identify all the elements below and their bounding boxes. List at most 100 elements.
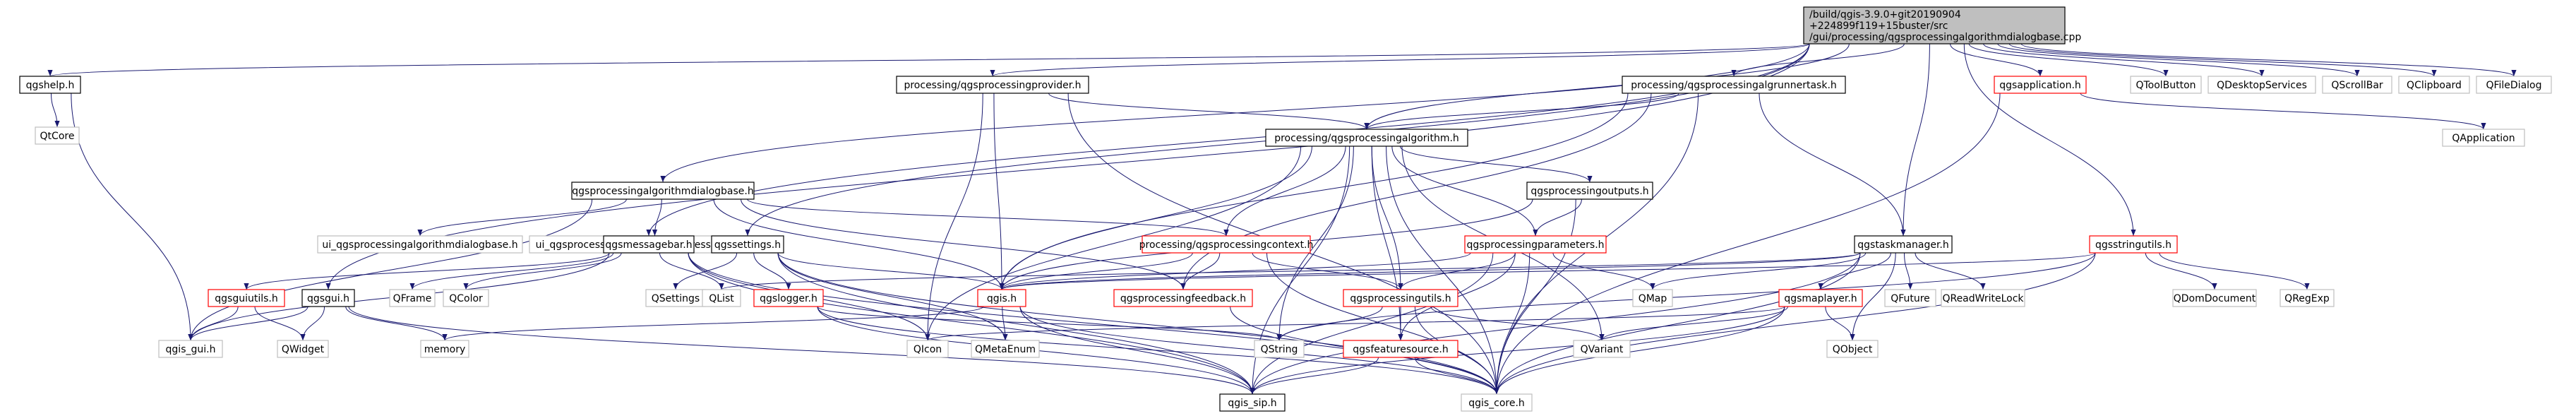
node-box — [1142, 235, 1311, 254]
node-label: QColor — [449, 293, 483, 304]
edge-stringutils-to-qregexp — [2159, 252, 2310, 290]
node-guiutils[interactable]: qgsguiutils.h — [208, 289, 285, 307]
edge-root-to-algorithm — [1364, 43, 1850, 130]
node-context[interactable]: processing/qgsprocessingcontext.h — [1139, 235, 1314, 254]
node-qcolor[interactable]: QColor — [443, 289, 489, 307]
node-qscrollbar[interactable]: QScrollBar — [2322, 76, 2392, 94]
node-feedback[interactable]: qgsprocessingfeedback.h — [1113, 289, 1253, 307]
edge-root-to-qfiledialog — [2020, 43, 2517, 77]
edge-dialogbase_h-to-ui_dialogbase — [417, 198, 627, 237]
node-root[interactable]: /build/qgis-3.9.0+git20190904+224899f119… — [1803, 6, 2081, 44]
node-box — [702, 289, 741, 307]
edge-qgssettings-to-qgis_core — [777, 252, 1499, 395]
node-qapplication[interactable]: QApplication — [2442, 129, 2525, 147]
node-stringutils[interactable]: qgsstringutils.h — [2089, 235, 2178, 254]
node-qtoolbutton[interactable]: QToolButton — [2130, 76, 2202, 94]
edge-qgis_h-to-qgis_sip — [1019, 306, 1255, 395]
edge-maplayer-to-qgis_sip — [1250, 306, 1785, 395]
edge-dialogbase_h-to-qgis_gui — [188, 198, 593, 341]
edge-algorithm-to-procutils — [1371, 145, 1403, 290]
node-box — [1265, 129, 1468, 147]
node-label: QList — [709, 293, 734, 304]
edge-taskmanager-to-qobject — [1850, 252, 1896, 341]
node-memory[interactable]: memory — [420, 340, 469, 358]
edge-root-to-qdesktopservices — [1983, 43, 2265, 77]
node-qgis_h[interactable]: qgis.h — [977, 289, 1026, 307]
node-box — [2476, 76, 2552, 94]
edge-dialogbase_h-to-feedback — [741, 198, 1186, 290]
edge-taskmanager-to-qreadwritelock — [1915, 252, 1986, 290]
node-qsettings[interactable]: QSettings — [645, 289, 706, 307]
node-box — [158, 340, 223, 358]
node-qgssettings[interactable]: qgssettings.h — [711, 235, 784, 254]
node-messagebar[interactable]: qgsmessagebar.h — [603, 235, 695, 254]
node-qgslogger[interactable]: qgslogger.h — [753, 289, 824, 307]
node-algorithm[interactable]: processing/qgsprocessingalgorithm.h — [1265, 129, 1468, 147]
node-label: QSettings — [652, 293, 700, 304]
node-outputs[interactable]: qgsprocessingoutputs.h — [1526, 182, 1653, 200]
node-box — [420, 340, 469, 358]
node-featuresource[interactable]: qgsfeaturesource.h — [1343, 340, 1458, 358]
edge-dialogbase_h-to-context — [747, 198, 1229, 237]
node-maplayer[interactable]: qgsmaplayer.h — [1778, 289, 1863, 307]
node-qtcore[interactable]: QtCore — [35, 126, 80, 145]
node-label: qgis.h — [987, 293, 1017, 304]
edge-taskmanager-to-qgis_core — [1494, 252, 1861, 395]
edge-dialogbase_h-to-qgis_h — [713, 198, 1005, 290]
node-qdomdocument[interactable]: QDomDocument — [2172, 289, 2257, 307]
node-qgis_sip[interactable]: qgis_sip.h — [1219, 393, 1286, 412]
node-label: qgsprocessingutils.h — [1350, 293, 1451, 304]
node-taskmanager[interactable]: qgstaskmanager.h — [1854, 235, 1953, 254]
node-box — [317, 235, 523, 254]
node-qobject[interactable]: QObject — [1826, 340, 1879, 358]
node-qgsapplication[interactable]: qgsapplication.h — [1994, 76, 2087, 94]
node-qdesktopservices[interactable]: QDesktopServices — [2207, 76, 2316, 94]
node-qfuture[interactable]: QFuture — [1884, 289, 1936, 307]
edge-algorithm-to-outputs — [1399, 145, 1593, 183]
node-qclipboard[interactable]: QClipboard — [2398, 76, 2470, 94]
node-qmap[interactable]: QMap — [1632, 289, 1673, 307]
edge-qgssettings-to-qgslogger — [753, 252, 791, 290]
node-label: QScrollBar — [2331, 80, 2383, 91]
edge-algorithm-to-qstring — [1276, 145, 1354, 341]
node-box — [1854, 235, 1953, 254]
node-box — [277, 340, 329, 358]
node-qmetaenum[interactable]: QMetaEnum — [971, 340, 1040, 358]
edge-context-to-procutils — [1252, 252, 1403, 290]
node-qgis_core[interactable]: qgis_core.h — [1461, 393, 1533, 412]
node-qvariant[interactable]: QVariant — [1573, 340, 1631, 358]
node-qfiledialog[interactable]: QFileDialog — [2476, 76, 2552, 94]
node-box — [1343, 289, 1458, 307]
edge-parameters-to-procutils — [1398, 252, 1516, 290]
node-box — [2442, 129, 2525, 147]
node-provider[interactable]: processing/qgsprocessingprovider.h — [896, 76, 1089, 94]
edge-outputs-to-qgis_core — [1494, 198, 1576, 395]
node-box — [2130, 76, 2202, 94]
node-parameters[interactable]: qgsprocessingparameters.h — [1464, 235, 1607, 254]
edge-taskmanager-to-maplayer — [1818, 252, 1891, 290]
edge-taskmanager-to-qgis_h — [999, 252, 1861, 290]
node-qgsgui[interactable]: qgsgui.h — [301, 289, 355, 307]
node-qlist[interactable]: QList — [702, 289, 741, 307]
node-qframe[interactable]: QFrame — [389, 289, 436, 307]
node-qwidget[interactable]: QWidget — [277, 340, 329, 358]
node-qreadwritelock[interactable]: QReadWriteLock — [1941, 289, 2025, 307]
node-box — [753, 289, 824, 307]
node-qstring[interactable]: QString — [1254, 340, 1305, 358]
node-qicon[interactable]: QIcon — [906, 340, 949, 358]
node-box — [977, 289, 1026, 307]
node-box — [1464, 235, 1607, 254]
node-ui_dialogbase[interactable]: ui_qgsprocessingalgorithmdialogbase.h — [317, 235, 523, 254]
edge-provider-to-qicon — [925, 93, 983, 341]
node-label: QFrame — [393, 293, 432, 304]
edge-qgssettings-to-qmetaenum — [777, 252, 1008, 341]
node-procutils[interactable]: qgsprocessingutils.h — [1343, 289, 1458, 307]
edge-messagebar-to-qframe — [409, 252, 614, 290]
node-qgis_gui[interactable]: qgis_gui.h — [158, 340, 223, 358]
edge-root-to-qgsapplication — [1950, 43, 2043, 77]
node-qgshelp[interactable]: qgshelp.h — [19, 76, 81, 94]
node-qregexp[interactable]: QRegExp — [2280, 289, 2335, 307]
node-runnertask[interactable]: processing/qgsprocessingalgrunnertask.h — [1622, 76, 1846, 94]
node-box — [1343, 340, 1458, 358]
node-dialogbase_h[interactable]: qgsprocessingalgorithmdialogbase.h — [571, 182, 755, 200]
